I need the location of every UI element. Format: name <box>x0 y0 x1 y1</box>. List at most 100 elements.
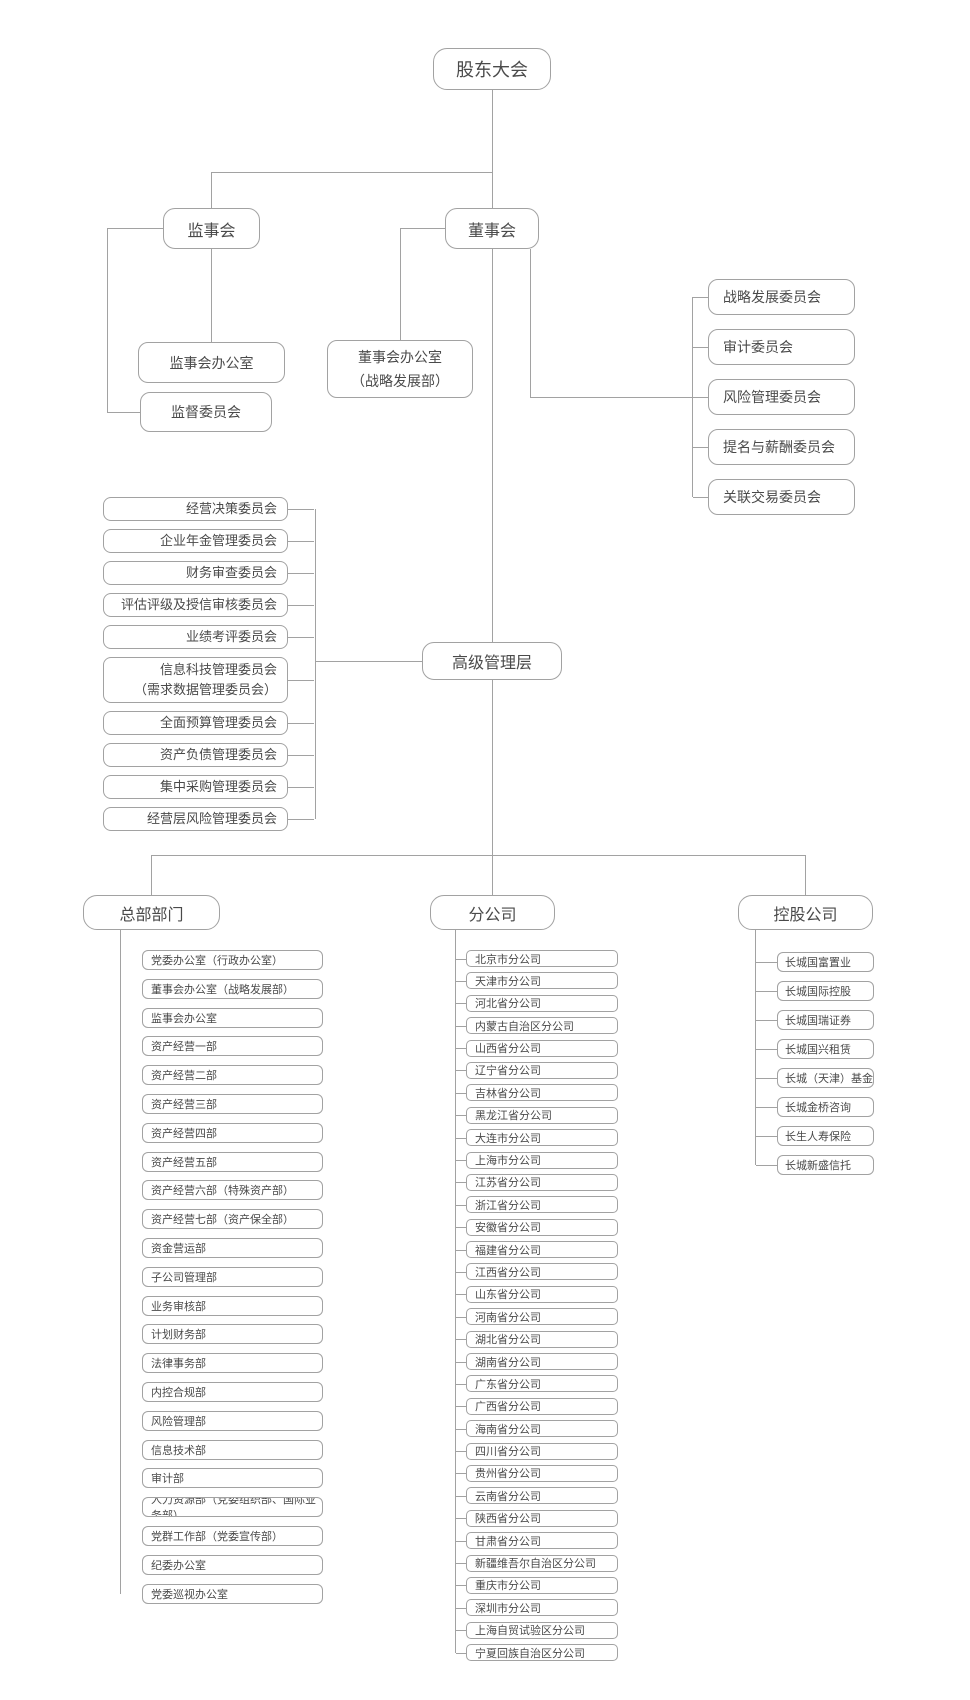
org-node: 福建省分公司 <box>456 1241 618 1259</box>
org-node: 审计部 <box>142 1468 323 1489</box>
org-node: 广西省分公司 <box>456 1397 618 1415</box>
org-node: 计划财务部 <box>142 1324 323 1345</box>
connector-line <box>107 228 108 412</box>
org-node: 资产经营七部（资产保全部） <box>142 1209 323 1230</box>
connector-line <box>120 930 121 1594</box>
org-node: 经营决策委员会 <box>103 497 314 521</box>
org-node: 江苏省分公司 <box>456 1173 618 1191</box>
holdings-list: 长城国富置业长城国际控股长城国瑞证券长城国兴租赁长城（天津）基金长城金桥咨询长生… <box>756 952 874 1175</box>
org-node: 长城金桥咨询 <box>756 1097 874 1117</box>
branches-section-node: 分公司 <box>430 895 555 930</box>
org-node: 党委办公室（行政办公室） <box>142 950 323 970</box>
org-node: 监事会办公室 <box>142 1007 323 1028</box>
org-node: 长城（天津）基金 <box>756 1068 874 1088</box>
org-node: 山东省分公司 <box>456 1285 618 1303</box>
org-node: 长城国兴租赁 <box>756 1039 874 1059</box>
org-node: 战略发展委员会 <box>693 279 855 315</box>
org-node: 资产经营四部 <box>142 1122 323 1143</box>
org-node: 企业年金管理委员会 <box>103 529 314 553</box>
connector-line <box>530 249 531 397</box>
org-node: 山西省分公司 <box>456 1039 618 1057</box>
org-node: 陕西省分公司 <box>456 1509 618 1527</box>
connector-line <box>492 249 493 642</box>
org-node: 四川省分公司 <box>456 1442 618 1460</box>
org-node: 重庆市分公司 <box>456 1576 618 1594</box>
org-node: 黑龙江省分公司 <box>456 1106 618 1124</box>
org-node: 长城国际控股 <box>756 981 874 1001</box>
org-node: 资产经营五部 <box>142 1151 323 1172</box>
org-node: 江西省分公司 <box>456 1263 618 1281</box>
org-node: 风险管理部 <box>142 1410 323 1431</box>
board-office-node: 董事会办公室 （战略发展部） <box>327 340 473 398</box>
connector-line <box>107 228 163 229</box>
board-committees-list: 战略发展委员会审计委员会风险管理委员会提名与薪酬委员会关联交易委员会 <box>693 279 855 515</box>
org-node: 资产经营二部 <box>142 1065 323 1086</box>
org-node: 资产经营六部（特殊资产部） <box>142 1180 323 1201</box>
senior-management-node: 高级管理层 <box>422 642 562 680</box>
supervisory-board-node: 监事会 <box>163 208 260 249</box>
org-node: 天津市分公司 <box>456 972 618 990</box>
org-node: 董事会办公室（战略发展部） <box>142 978 323 999</box>
supervisory-office-node: 监事会办公室 <box>138 342 285 383</box>
board-of-directors-node: 董事会 <box>445 208 539 249</box>
org-node: 资产经营一部 <box>142 1036 323 1057</box>
headquarters-section-node: 总部部门 <box>83 895 220 930</box>
connector-line <box>400 228 445 229</box>
connector-line <box>805 855 806 895</box>
org-node: 业务审核部 <box>142 1295 323 1316</box>
org-node: 北京市分公司 <box>456 950 618 967</box>
org-node: 新疆维吾尔自治区分公司 <box>456 1554 618 1572</box>
connector-line <box>492 680 493 855</box>
org-node: 法律事务部 <box>142 1353 323 1374</box>
org-node: 内蒙古自治区分公司 <box>456 1017 618 1035</box>
org-node: 海南省分公司 <box>456 1420 618 1438</box>
org-node: 内控合规部 <box>142 1381 323 1402</box>
org-node: 辽宁省分公司 <box>456 1061 618 1079</box>
org-node: 集中采购管理委员会 <box>103 775 314 799</box>
connector-line <box>455 930 456 1653</box>
org-node: 业绩考评委员会 <box>103 625 314 649</box>
connector-line <box>211 249 212 342</box>
org-node: 长城新盛信托 <box>756 1155 874 1175</box>
connector-line <box>692 297 693 497</box>
org-node: 风险管理委员会 <box>693 379 855 415</box>
org-node: 全面预算管理委员会 <box>103 711 314 735</box>
management-committees-list: 经营决策委员会企业年金管理委员会财务审查委员会评估评级及授信审核委员会业绩考评委… <box>103 497 314 831</box>
org-node: 提名与薪酬委员会 <box>693 429 855 465</box>
org-node: 贵州省分公司 <box>456 1464 618 1482</box>
org-node: 长城国富置业 <box>756 952 874 972</box>
org-node: 纪委办公室 <box>142 1554 323 1575</box>
departments-list: 党委办公室（行政办公室） 董事会办公室（战略发展部） 监事会办公室资产经营一部资产经… <box>142 950 323 1604</box>
connector-line <box>492 90 493 208</box>
org-node: 评估评级及授信审核委员会 <box>103 593 314 617</box>
connector-line <box>151 855 806 856</box>
org-node: 河南省分公司 <box>456 1308 618 1326</box>
org-node: 资金营运部 <box>142 1237 323 1258</box>
org-node: 宁夏回族自治区分公司 <box>456 1644 618 1662</box>
shareholders-meeting-node: 股东大会 <box>433 48 551 90</box>
org-node: 甘肃省分公司 <box>456 1532 618 1550</box>
org-node: 浙江省分公司 <box>456 1196 618 1214</box>
connector-line <box>315 509 316 819</box>
org-node: 云南省分公司 <box>456 1487 618 1505</box>
org-node: 关联交易委员会 <box>693 479 855 515</box>
connector-line <box>211 172 212 208</box>
org-node: 资产经营三部 <box>142 1093 323 1114</box>
org-node: 子公司管理部 <box>142 1266 323 1287</box>
org-node: 湖南省分公司 <box>456 1353 618 1371</box>
connector-line <box>315 661 422 662</box>
org-node: 资产负债管理委员会 <box>103 743 314 767</box>
org-node: 长城国瑞证券 <box>756 1010 874 1030</box>
org-node: 湖北省分公司 <box>456 1330 618 1348</box>
org-node: 党委巡视办公室 <box>142 1583 323 1604</box>
supervision-committee-node: 监督委员会 <box>140 392 272 432</box>
org-node: 人力资源部（党委组织部、国际业务部） <box>142 1497 323 1518</box>
org-node: 河北省分公司 <box>456 994 618 1012</box>
org-node: 广东省分公司 <box>456 1375 618 1393</box>
org-node: 吉林省分公司 <box>456 1084 618 1102</box>
org-node: 上海市分公司 <box>456 1151 618 1169</box>
branches-list: 北京市分公司天津市分公司河北省分公司内蒙古自治区分公司山西省分公司辽宁省分公司吉… <box>456 950 618 1662</box>
connector-line <box>151 855 152 895</box>
connector-line <box>530 397 708 398</box>
